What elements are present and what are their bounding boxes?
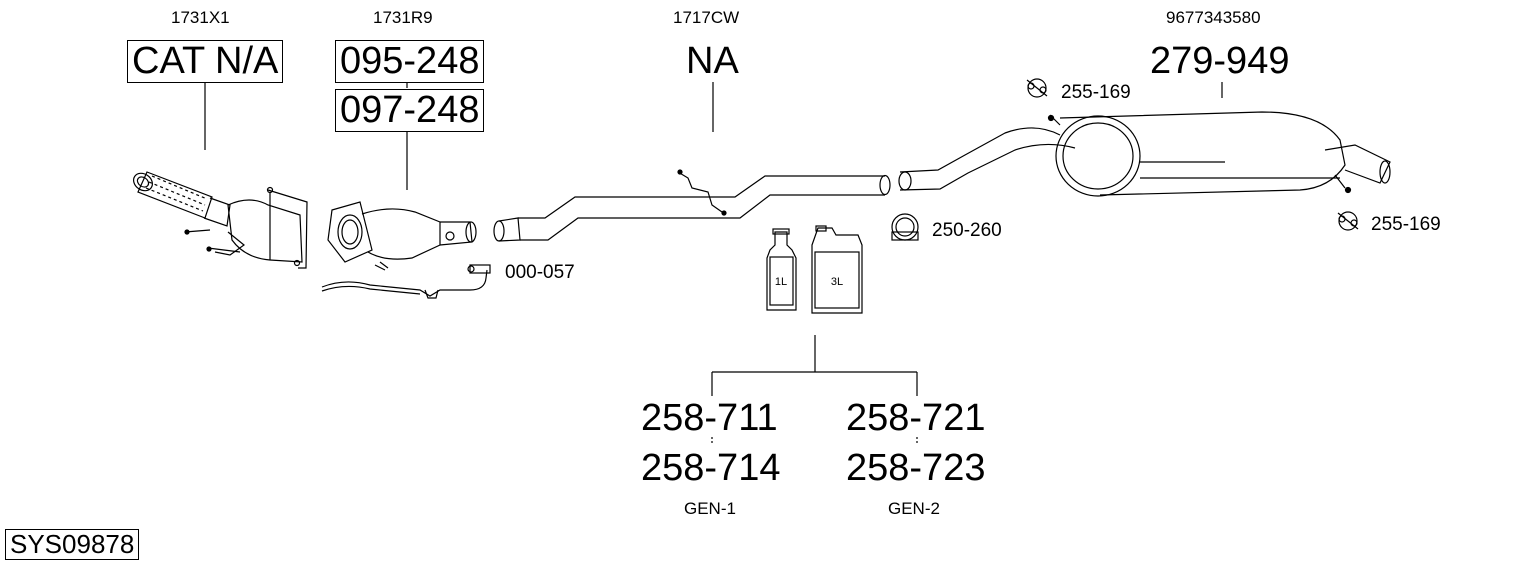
clamp-icon — [891, 213, 919, 241]
dpf-oem-number: 1731R9 — [373, 8, 433, 27]
dpf-code-1-box: 095-248 — [335, 40, 485, 83]
dpf-code-2-box: 097-248 — [335, 89, 485, 132]
middle-pipe-code: NA — [686, 40, 739, 82]
rubber-mount-top-icon — [1026, 78, 1048, 98]
rubber-mount-top-code: 255-169 — [1061, 82, 1131, 103]
middle-pipe-oem-number: 1717CW — [673, 8, 740, 27]
rubber-mount-right-code: 255-169 — [1371, 214, 1441, 235]
bottle-3l-label: 3L — [831, 276, 843, 288]
sensor-code: 000-057 — [505, 262, 575, 283]
clamp-code: 250-260 — [932, 220, 1002, 241]
bottle-1l-label: 1L — [775, 276, 787, 288]
fluid-gen2-code-2: 258-723 — [846, 447, 986, 489]
fluid-gen1-group: GEN-1 — [684, 499, 736, 518]
rear-silencer-oem-number: 9677343580 — [1166, 8, 1261, 27]
fluid-bracket — [711, 335, 918, 445]
catalyst-code-box: CAT N/A — [127, 40, 284, 83]
rubber-mount-right-icon — [1337, 211, 1359, 231]
rear-silencer-part — [898, 111, 1391, 197]
sensor-part — [321, 264, 491, 299]
middle-pipe-part — [493, 169, 891, 242]
rear-silencer-code: 279-949 — [1150, 40, 1290, 82]
fluid-gen2-group: GEN-2 — [888, 499, 940, 518]
fluid-gen1-code-1: 258-711 — [641, 397, 778, 439]
bottle-3l-icon — [811, 225, 863, 314]
fluid-gen2-code-1: 258-721 — [846, 397, 986, 439]
fluid-gen1-code-2: 258-714 — [641, 447, 781, 489]
dpf-part — [327, 201, 477, 271]
catalyst-oem-number: 1731X1 — [171, 8, 230, 27]
catalyst-part — [133, 171, 308, 269]
diagram-id-box: SYS09878 — [5, 529, 140, 560]
bottle-1l-icon — [766, 228, 797, 311]
